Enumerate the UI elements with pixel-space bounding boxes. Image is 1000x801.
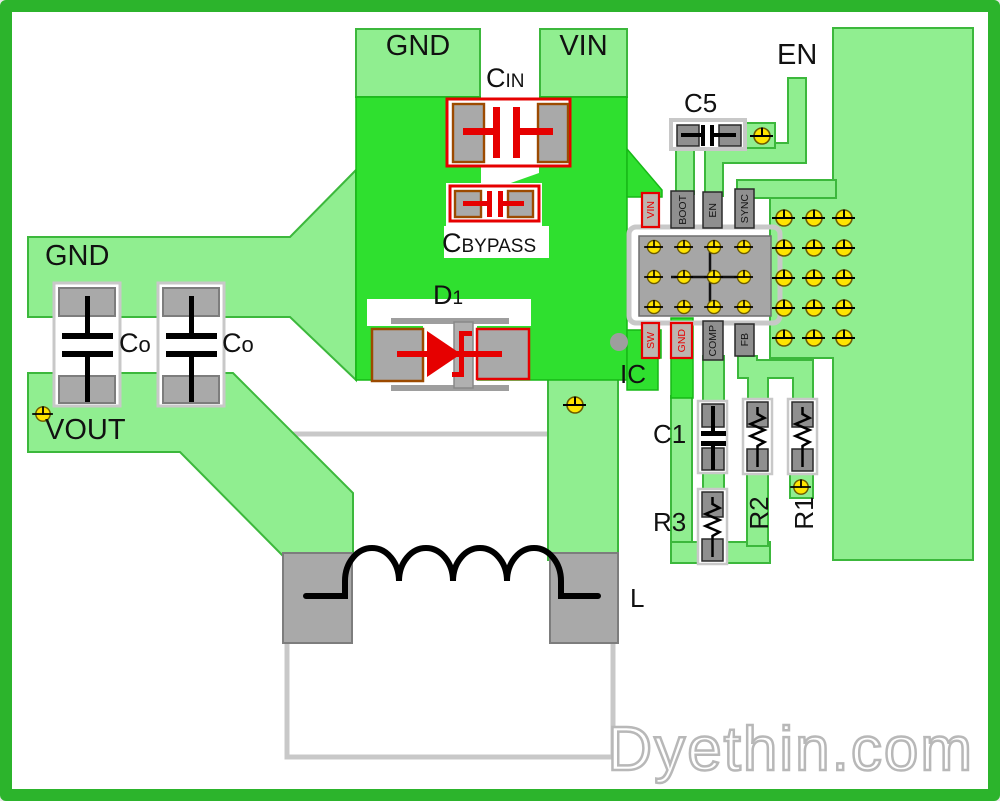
r1-label: R1	[789, 496, 819, 530]
vin-top-label: VIN	[559, 30, 608, 62]
pin-label-sync: SYNC	[738, 193, 751, 224]
ic-label: IC	[620, 359, 646, 389]
r3-label: R3	[653, 507, 687, 537]
vout-label: VOUT	[45, 414, 126, 446]
pin-label-sw: SW	[644, 332, 657, 349]
pin-label-gnd: GND	[675, 328, 688, 353]
tented-via	[610, 333, 628, 351]
resistor-r1	[786, 397, 819, 476]
pin-label-boot: BOOT	[676, 194, 689, 225]
copper-traces-light	[27, 27, 974, 564]
pin-label-en: EN	[706, 202, 719, 218]
en-label: EN	[777, 39, 818, 71]
gnd-left-label: GND	[45, 240, 110, 272]
c1-label: C1	[653, 419, 687, 449]
r2-label: R2	[744, 496, 774, 530]
diode-symbol	[427, 331, 461, 377]
resistor-r2	[741, 397, 774, 476]
inductor-l	[282, 545, 619, 644]
d1-label: D1	[433, 280, 464, 310]
resistor-r3	[696, 487, 729, 566]
input-capacitor-cin	[445, 97, 572, 168]
bypass-capacitor	[448, 184, 541, 223]
inductor-coil-symbol	[303, 545, 601, 599]
pin-label-vin: VIN	[644, 201, 657, 219]
pin-label-fb: FB	[738, 333, 751, 347]
output-capacitor-co-1	[52, 281, 122, 408]
c5-label: C5	[684, 88, 718, 118]
gnd-top-label: GND	[385, 30, 451, 62]
cin-label: CIN	[486, 63, 525, 93]
co1-label: Co	[119, 328, 151, 358]
watermark: Dyethin.com	[606, 714, 974, 786]
capacitor-c1	[696, 399, 729, 475]
l-label: L	[630, 583, 645, 613]
cbypass-label: CBYPASS	[442, 228, 537, 258]
capacitor-c5	[669, 118, 747, 151]
pin-label-comp: COMP	[707, 324, 719, 357]
output-capacitor-co-2	[156, 281, 226, 408]
diode-d1	[370, 318, 531, 391]
co2-label: Co	[222, 328, 254, 358]
